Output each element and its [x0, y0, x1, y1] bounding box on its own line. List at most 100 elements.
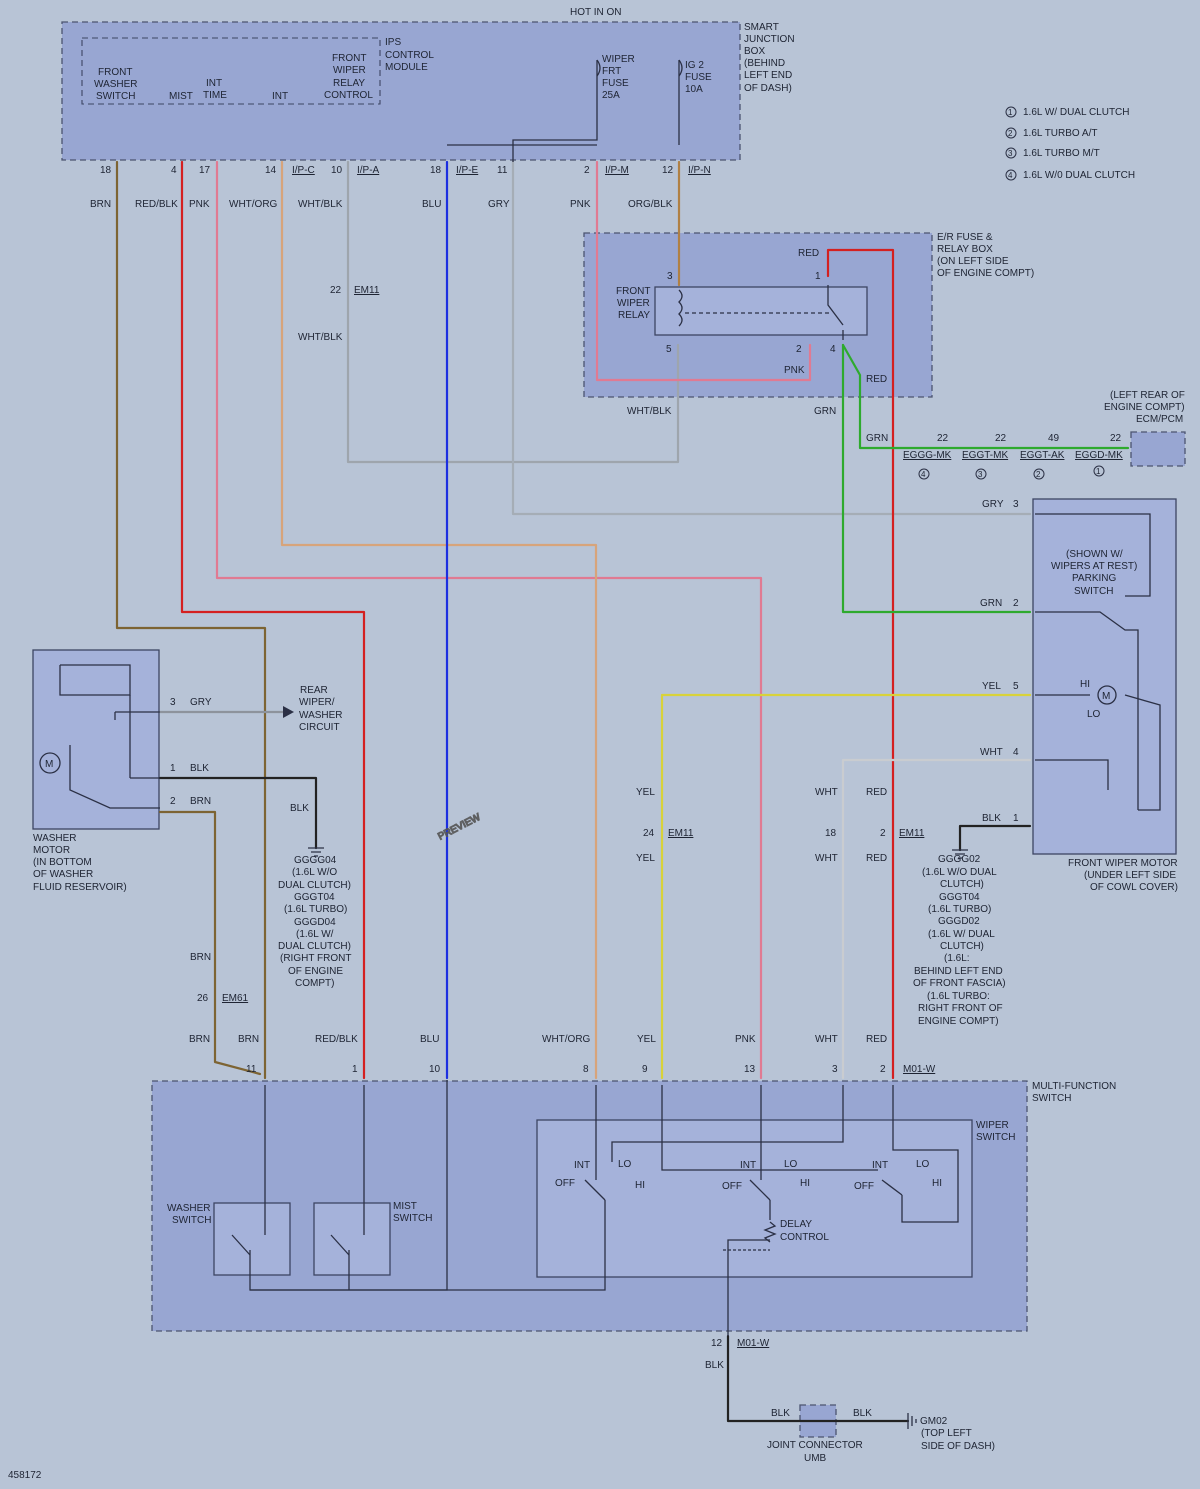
svg-text:BLK: BLK: [190, 763, 209, 774]
svg-text:INT: INT: [206, 78, 222, 89]
svg-text:LO: LO: [1087, 709, 1101, 720]
ground-left-label: GGGG04 (1.6L W/O DUAL CLUTCH) GGGT04 (1.…: [278, 855, 351, 989]
svg-text:10A: 10A: [685, 84, 703, 95]
svg-text:5: 5: [666, 344, 672, 355]
svg-text:WIPERS AT REST): WIPERS AT REST): [1051, 561, 1137, 572]
svg-text:SIDE OF DASH): SIDE OF DASH): [921, 1441, 995, 1452]
svg-text:LEFT END: LEFT END: [744, 70, 792, 81]
svg-text:BEHIND LEFT END: BEHIND LEFT END: [914, 966, 1003, 977]
preview-watermark: PREVIEW: [436, 812, 483, 843]
relay-label: FRONT WIPER RELAY: [616, 286, 650, 321]
svg-text:CONTROL: CONTROL: [385, 50, 434, 61]
svg-text:ORG/BLK: ORG/BLK: [628, 199, 673, 210]
svg-text:22: 22: [1110, 433, 1122, 444]
svg-text:BOX: BOX: [744, 46, 765, 57]
svg-text:WIPER: WIPER: [976, 1120, 1009, 1131]
washer-switch-box: [213, 1202, 291, 1276]
svg-text:GGGD04: GGGD04: [294, 917, 336, 928]
svg-text:RED/BLK: RED/BLK: [135, 199, 178, 210]
svg-text:24: 24: [643, 828, 655, 839]
svg-text:3: 3: [832, 1064, 838, 1075]
svg-text:CONTROL: CONTROL: [780, 1232, 829, 1243]
svg-text:GRY: GRY: [982, 499, 1004, 510]
svg-text:(TOP LEFT: (TOP LEFT: [921, 1428, 972, 1439]
smart-junction-box: [61, 21, 741, 161]
svg-text:BLU: BLU: [422, 199, 441, 210]
svg-text:SWITCH: SWITCH: [976, 1132, 1015, 1143]
svg-text:GGGT04: GGGT04: [939, 892, 980, 903]
svg-text:SWITCH: SWITCH: [1032, 1093, 1071, 1104]
svg-text:CIRCUIT: CIRCUIT: [299, 722, 340, 733]
wiper-switch-label: WIPER SWITCH: [976, 1120, 1015, 1143]
svg-text:1: 1: [170, 763, 176, 774]
svg-text:2: 2: [880, 1064, 886, 1075]
svg-text:WHT: WHT: [815, 853, 838, 864]
svg-text:CLUTCH): CLUTCH): [940, 879, 984, 890]
svg-text:2: 2: [170, 796, 176, 807]
svg-text:WASHER: WASHER: [33, 833, 77, 844]
svg-text:BLK: BLK: [290, 803, 309, 814]
label-grn-er: GRN: [814, 406, 836, 417]
svg-text:ENGINE COMPT): ENGINE COMPT): [918, 1016, 999, 1027]
svg-text:(ON LEFT SIDE: (ON LEFT SIDE: [937, 256, 1009, 267]
svg-text:DELAY: DELAY: [780, 1219, 812, 1230]
sjb-label: SMART JUNCTION BOX (BEHIND LEFT END OF D…: [744, 22, 795, 94]
relay-coil: [678, 289, 683, 327]
svg-text:4: 4: [921, 470, 926, 479]
svg-text:CLUTCH): CLUTCH): [940, 941, 984, 952]
svg-text:PARKING: PARKING: [1072, 573, 1116, 584]
svg-text:14: 14: [265, 165, 277, 176]
fuse-symbol-ig2: [678, 59, 683, 77]
svg-text:RED: RED: [866, 787, 887, 798]
svg-text:12: 12: [662, 165, 674, 176]
svg-text:BRN: BRN: [190, 952, 211, 963]
svg-text:18: 18: [100, 165, 112, 176]
svg-text:RIGHT FRONT OF: RIGHT FRONT OF: [918, 1003, 1003, 1014]
label-pnk-er: PNK: [784, 365, 805, 376]
svg-text:17: 17: [199, 165, 211, 176]
svg-text:SWITCH: SWITCH: [1074, 586, 1113, 597]
ips-control-module: [81, 37, 381, 105]
mist-switch-box: [313, 1202, 391, 1276]
svg-text:BLU: BLU: [420, 1034, 439, 1045]
svg-text:WHT/ORG: WHT/ORG: [229, 199, 278, 210]
svg-text:DUAL CLUTCH): DUAL CLUTCH): [278, 880, 351, 891]
hot-in-on-label: HOT IN ON: [570, 7, 621, 18]
delay-resistor: [763, 1221, 777, 1243]
svg-text:YEL: YEL: [636, 853, 655, 864]
svg-text:22: 22: [330, 285, 342, 296]
ecm-pins: 22 EGGG-MK 4 22 EGGT-MK 3 49 EGGT-AK 2 2…: [903, 433, 1123, 480]
svg-text:M: M: [1102, 691, 1110, 702]
svg-text:GGGG04: GGGG04: [294, 855, 337, 866]
svg-text:BRN: BRN: [190, 796, 211, 807]
svg-text:HI: HI: [635, 1180, 645, 1191]
svg-text:INT: INT: [574, 1160, 590, 1171]
rear-wiper-label: REAR WIPER/ WASHER CIRCUIT: [299, 685, 343, 733]
svg-text:4: 4: [1013, 747, 1019, 758]
label-wht-blk-mid: WHT/BLK: [298, 332, 343, 343]
svg-text:LO: LO: [916, 1159, 930, 1170]
svg-text:2: 2: [1008, 129, 1013, 138]
int-label: INT: [272, 91, 288, 102]
svg-text:GGGD02: GGGD02: [938, 916, 980, 927]
washer-motor-m-icon: [39, 752, 61, 774]
ground-icon-washer: [308, 847, 324, 857]
svg-text:DUAL CLUTCH): DUAL CLUTCH): [278, 941, 351, 952]
svg-text:I/P-M: I/P-M: [605, 165, 629, 176]
svg-text:JUNCTION: JUNCTION: [744, 34, 795, 45]
svg-text:FRONT: FRONT: [332, 53, 366, 64]
svg-text:HI: HI: [1080, 679, 1090, 690]
svg-text:13: 13: [744, 1064, 756, 1075]
svg-text:MULTI-FUNCTION: MULTI-FUNCTION: [1032, 1081, 1116, 1092]
svg-text:OFF: OFF: [555, 1178, 575, 1189]
svg-text:4: 4: [171, 165, 177, 176]
svg-text:WHT: WHT: [815, 1034, 838, 1045]
svg-text:1.6L TURBO A/T: 1.6L TURBO A/T: [1023, 128, 1097, 139]
gm02-label: GM02: [920, 1416, 948, 1427]
svg-text:EGGT-MK: EGGT-MK: [962, 450, 1008, 461]
svg-text:10: 10: [429, 1064, 441, 1075]
svg-text:1.6L W/0 DUAL CLUTCH: 1.6L W/0 DUAL CLUTCH: [1023, 170, 1135, 181]
wire-blk-joint: [726, 1334, 910, 1423]
wire-red-blk: [180, 160, 366, 1080]
svg-text:5: 5: [1013, 681, 1019, 692]
